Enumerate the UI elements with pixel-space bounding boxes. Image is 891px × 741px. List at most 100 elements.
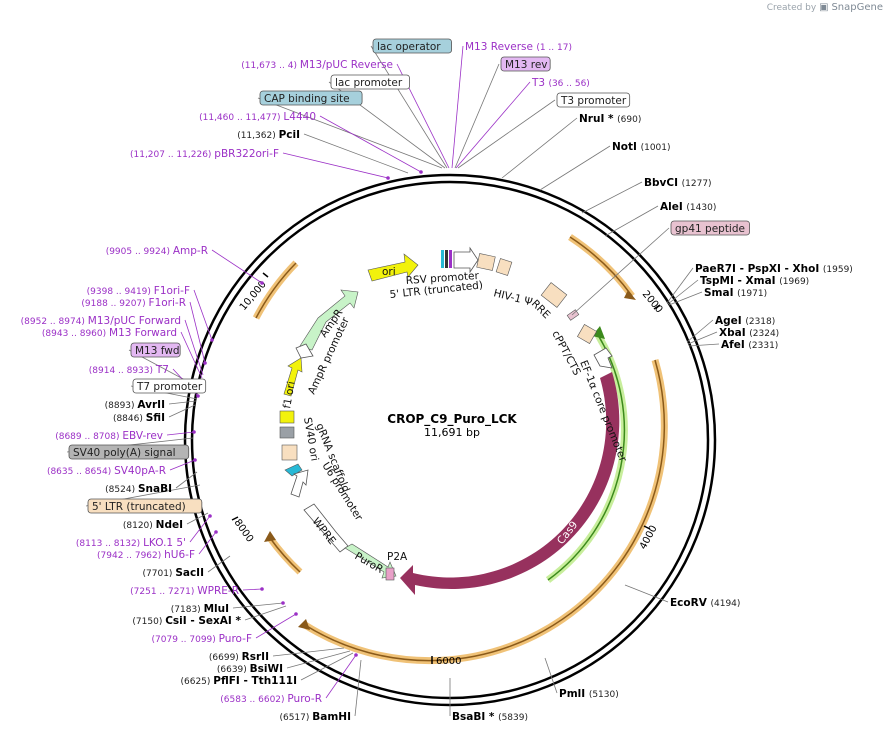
label-csii: (7150) CsiI - SexAI * — [132, 615, 241, 627]
primer-mark — [260, 281, 264, 285]
leader-pflfi — [300, 652, 354, 681]
label-bsiwi: (6639) BsiWI — [217, 663, 283, 675]
label-rsrii: (6699) RsrII — [209, 651, 269, 663]
label-box-cap — [259, 90, 363, 106]
label-text-lko: (8113 .. 8132) LKO.1 5' — [76, 537, 186, 549]
hiv-box-2 — [495, 258, 513, 276]
label-ecorv: EcoRV (4194) — [670, 597, 740, 609]
sv40pa-box — [279, 410, 295, 424]
leader-avrii — [168, 400, 197, 405]
label-text-bsabi: BsaBI * (5839) — [452, 711, 528, 723]
label-text-m13puc-rev: (11,673 .. 4) M13/pUC Reverse — [241, 59, 393, 71]
primer-mark — [193, 458, 197, 462]
leader-afei — [688, 343, 720, 347]
leader-m13rev-coord — [451, 45, 464, 169]
p2a-label: P2A — [387, 551, 408, 563]
label-text-pbr322: (11,207 .. 11,226) pBR322ori-F — [130, 148, 279, 160]
leader-t3 — [455, 81, 531, 169]
label-text-t7: (8914 .. 8933) T7 — [89, 364, 169, 376]
label-text-lac-promoter: lac promoter — [335, 77, 403, 89]
label-lko: (8113 .. 8132) LKO.1 5' — [76, 537, 186, 549]
tick-label-8000: 8000 — [232, 517, 256, 544]
leader-sfii — [168, 404, 196, 418]
label-text-noti: NotI (1001) — [612, 141, 671, 153]
arc-green-core — [547, 334, 626, 581]
label-hu6: (7942 .. 7962) hU6-F — [97, 549, 195, 561]
leader-agei — [686, 319, 714, 343]
label-text-bsiwi: (6639) BsiWI — [217, 663, 283, 675]
label-text-pmli: PmlI (5130) — [559, 688, 619, 700]
label-text-puro-f: (7079 .. 7099) Puro-F — [152, 633, 252, 645]
tick-10000 — [262, 272, 269, 278]
label-text-m13-forward: (8943 .. 8960) M13 Forward — [42, 327, 177, 339]
label-text-l4440: (11,460 .. 11,477) L4440 — [199, 111, 316, 123]
label-wpre-r: (7251 .. 7271) WPRE-R — [130, 585, 239, 597]
f1ori-label: f1 ori — [281, 380, 298, 409]
label-cap: CAP binding site — [259, 90, 363, 106]
tick-4000 — [643, 525, 651, 530]
label-text-rsrii: (6699) RsrII — [209, 651, 269, 663]
tick-2000 — [653, 304, 661, 310]
leader-paer7i — [666, 267, 694, 304]
label-afei: AfeI (2331) — [721, 339, 778, 351]
primer-mark — [214, 530, 218, 534]
label-text-sv40pa-r: (8635 .. 8654) SV40pA-R — [47, 465, 166, 477]
p2a-box — [385, 567, 395, 581]
leader-pbr322 — [282, 152, 389, 179]
label-box-t3-promoter — [556, 92, 631, 108]
label-f1ori-f: (9398 .. 9419) F1ori-F — [87, 285, 190, 297]
watermark-created-by: Created by — [766, 3, 817, 13]
stripe-1 — [441, 250, 444, 268]
label-text-afei: AfeI (2331) — [721, 339, 778, 351]
rsv-promoter-arrow — [453, 246, 479, 274]
label-box-gp41 — [670, 220, 750, 236]
label-text-t7-promoter: T7 promoter — [136, 381, 203, 393]
leader-ebv — [166, 431, 195, 436]
label-smai: SmaI (1971) — [704, 287, 767, 299]
leader-hu6 — [198, 531, 217, 555]
arc-green-arrowhead — [592, 326, 605, 339]
label-text-puro-r: (6583 .. 6602) Puro-R — [220, 693, 322, 705]
label-text-csii: (7150) CsiI - SexAI * — [132, 615, 241, 627]
label-text-sacii: (7701) SacII — [143, 567, 204, 579]
leader-ndei — [186, 512, 209, 525]
label-text-m13-rev: M13 rev — [505, 59, 548, 71]
label-nrui: NruI * (690) — [579, 113, 641, 125]
rsv-label: RSV promoter — [405, 270, 480, 287]
label-sv40pa-r: (8635 .. 8654) SV40pA-R — [47, 465, 166, 477]
label-snabi: (8524) SnaBI — [105, 483, 172, 495]
label-sv40pa: SV40 poly(A) signal — [68, 444, 190, 460]
label-box-m13-fwd — [130, 342, 181, 358]
leader-lac-operator — [370, 45, 448, 169]
primer-mark — [192, 430, 196, 434]
label-sfii: (8846) SfiI — [113, 412, 165, 424]
label-text-lac-operator: lac operator — [377, 41, 441, 53]
f1ori-feature — [283, 357, 303, 397]
leader-bbvci — [581, 181, 643, 214]
label-text-bbvci: BbvCI (1277) — [644, 177, 712, 189]
leader-sv40pa-r — [169, 459, 196, 471]
primer-mark — [281, 601, 285, 605]
tick-label-6000: 6000 — [436, 656, 461, 667]
leader-tspmi — [667, 279, 699, 305]
label-text-m13-fwd: M13 fwd — [135, 345, 180, 357]
sv40ori-box — [279, 426, 295, 439]
label-box-ltr5 — [87, 498, 203, 514]
label-m13-forward: (8943 .. 8960) M13 Forward — [42, 327, 177, 339]
label-puro-f: (7079 .. 7099) Puro-F — [152, 633, 252, 645]
stripe-2 — [445, 250, 448, 268]
label-text-sfii: (8846) SfiI — [113, 412, 165, 424]
primer-mark — [386, 176, 390, 180]
ori-feature — [367, 253, 419, 282]
label-text-mlui: (7183) MluI — [171, 603, 229, 615]
label-text-ndei: (8120) NdeI — [123, 519, 183, 531]
hiv-label: HIV-1 Ψ — [492, 287, 533, 308]
snapgene-watermark: Created by ▣ SnapGene — [767, 2, 883, 13]
leader-csii — [244, 605, 287, 621]
leader-gp41 — [571, 227, 670, 316]
label-mlui: (7183) MluI — [171, 603, 229, 615]
ampr-feature — [299, 289, 359, 351]
label-text-paer7i: PaeR7I - PspXI - XhoI (1959) — [695, 263, 853, 275]
